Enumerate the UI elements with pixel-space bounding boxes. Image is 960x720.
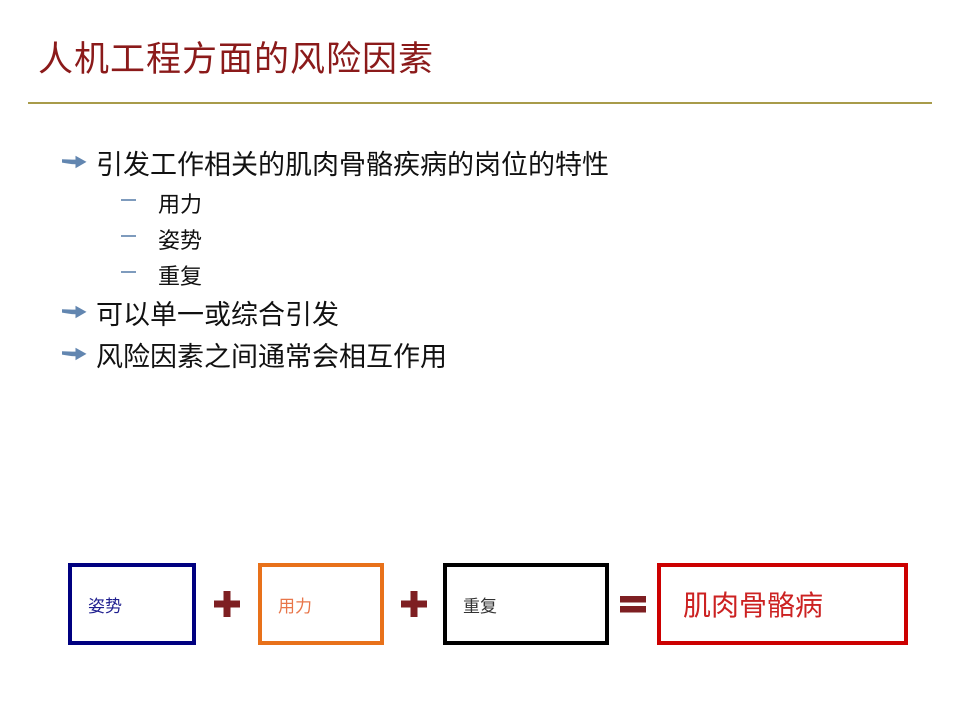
dash-bullet-icon — [118, 224, 158, 237]
list-item: 引发工作相关的肌肉骨骼疾病的岗位的特性 — [62, 146, 902, 184]
list-item-label: 可以单一或综合引发 — [96, 300, 339, 330]
list-item: 姿势 — [62, 224, 902, 257]
list-item-label: 风险因素之间通常会相互作用 — [96, 342, 447, 372]
list-item-label: 重复 — [158, 264, 203, 289]
title-divider — [28, 102, 932, 104]
dash-bullet-icon — [118, 260, 158, 273]
equation-box-force-label: 用力 — [278, 596, 312, 616]
equation-box-posture: 姿势 — [68, 563, 196, 645]
equation-box-result-label: 肌肉骨骼病 — [683, 591, 824, 622]
list-item: 用力 — [62, 188, 902, 221]
arrow-right-bullet-icon — [62, 338, 96, 366]
arrow-right-bullet-icon — [62, 296, 96, 324]
equation-box-force: 用力 — [258, 563, 384, 645]
bullet-list: 引发工作相关的肌肉骨骼疾病的岗位的特性 用力 姿势 重复 可以单一或综合引发 风… — [62, 146, 902, 380]
equation-box-posture-label: 姿势 — [88, 596, 122, 616]
list-item-label: 姿势 — [158, 228, 203, 253]
list-item-label: 用力 — [158, 192, 203, 217]
plus-operator-icon — [196, 563, 258, 645]
equation-box-repetition-label: 重复 — [463, 596, 497, 616]
equals-operator-icon — [609, 563, 657, 645]
plus-operator-icon — [384, 563, 443, 645]
arrow-right-bullet-icon — [62, 146, 96, 174]
page-title: 人机工程方面的风险因素 — [38, 40, 435, 79]
risk-factor-equation-diagram: 姿势 用力 重复 肌肉骨骼病 — [0, 563, 960, 653]
dash-bullet-icon — [118, 188, 158, 201]
list-item: 风险因素之间通常会相互作用 — [62, 338, 902, 376]
list-item-label: 引发工作相关的肌肉骨骼疾病的岗位的特性 — [96, 150, 609, 180]
equation-box-result: 肌肉骨骼病 — [657, 563, 908, 645]
list-item: 可以单一或综合引发 — [62, 296, 902, 334]
list-item: 重复 — [62, 260, 902, 293]
equation-box-repetition: 重复 — [443, 563, 609, 645]
